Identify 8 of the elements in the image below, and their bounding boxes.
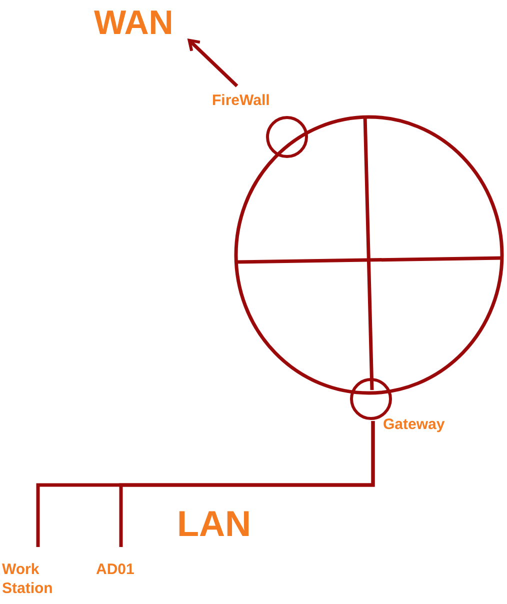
ad01-label: AD01	[96, 560, 134, 579]
arrow	[188, 38, 238, 88]
wan-label: WAN	[94, 3, 174, 44]
connector-line	[119, 421, 375, 547]
workstation-label: Work Station	[2, 560, 54, 598]
lan-label: LAN	[177, 502, 251, 546]
firewall-label: FireWall	[212, 92, 270, 110]
gateway-label: Gateway	[383, 416, 445, 434]
